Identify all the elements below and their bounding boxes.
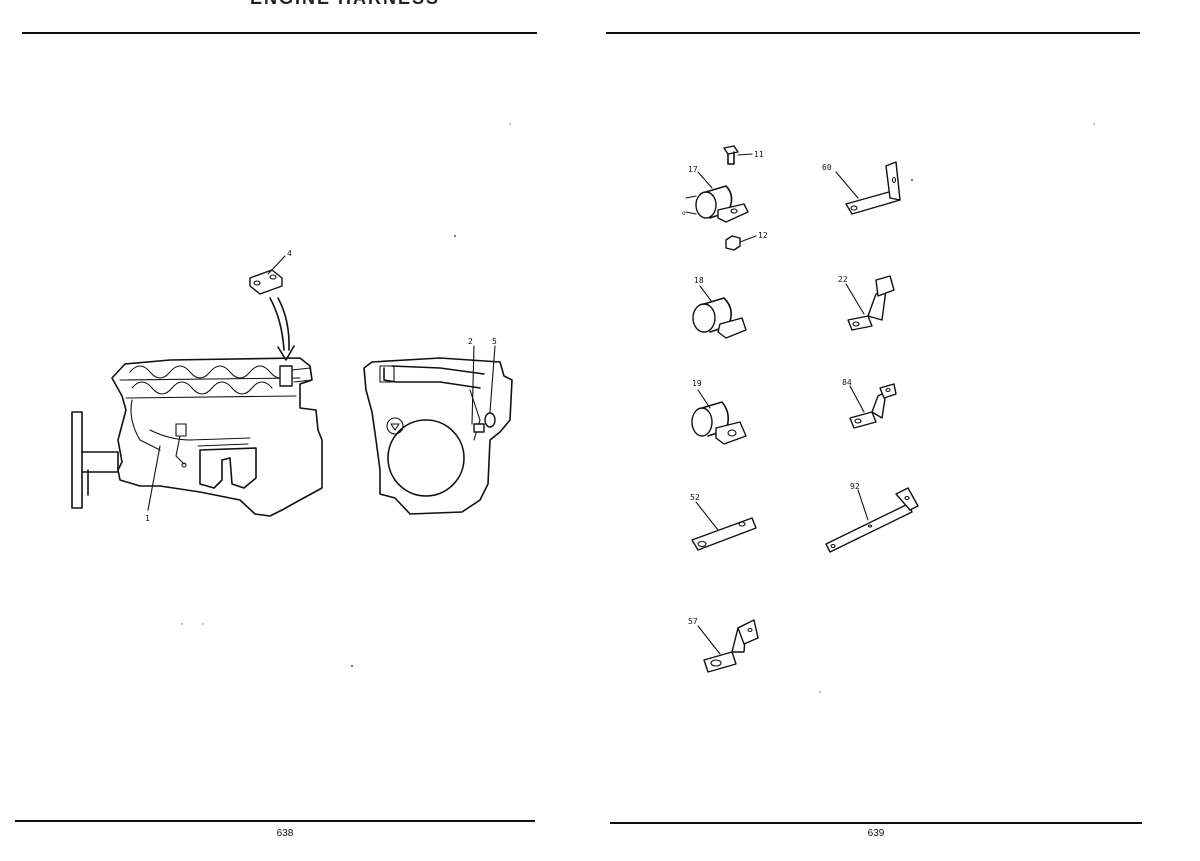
top-rule	[22, 32, 537, 34]
part-bracket-84: 84	[842, 378, 897, 429]
bottom-rule	[15, 820, 535, 822]
callout-84: 84	[842, 378, 852, 387]
page-number: 639	[867, 828, 885, 839]
engine-side-view: 1	[71, 357, 323, 523]
callout-18: 18	[694, 276, 704, 285]
top-rule	[606, 32, 1140, 34]
part-bracket-60: 60	[822, 161, 901, 215]
parts-exploded-diagram: 11 o 17 12	[682, 123, 1095, 693]
callout-2: 2	[468, 337, 473, 346]
part-clamp-18: 18	[692, 276, 747, 339]
part-bracket-57: 57	[688, 617, 759, 673]
clamp-17-hose-mark: o	[682, 210, 686, 217]
callout-5: 5	[492, 337, 497, 346]
callout-11: 11	[754, 150, 764, 159]
page-header-title: · · · · · ENGINE HARNESS	[175, 0, 440, 9]
part-bracket-92: 92	[825, 482, 919, 553]
callout-17: 17	[688, 165, 698, 174]
callout-12: 12	[758, 231, 768, 240]
callout-57: 57	[688, 617, 698, 626]
right-page: 639 11 o 17	[600, 0, 1200, 861]
left-page: · · · · · ENGINE HARNESS 638 4	[0, 0, 580, 861]
part-clamp-19: 19	[691, 379, 747, 445]
part-bolt-11: 11	[723, 145, 764, 165]
callout-52: 52	[690, 493, 700, 502]
part-clamp-17: o 17	[682, 165, 749, 223]
part-nut-12: 12	[725, 231, 768, 251]
callout-1: 1	[145, 514, 150, 523]
part-bracket-22: 22	[838, 275, 895, 331]
bottom-rule	[610, 822, 1142, 824]
page-number: 638	[276, 828, 294, 839]
callout-60: 60	[822, 163, 832, 172]
callout-4: 4	[287, 249, 292, 258]
assembly-arrow	[269, 297, 295, 361]
callout-22: 22	[838, 275, 848, 284]
part-bracket-52: 52	[690, 493, 757, 551]
bracket-4-drawing: 4	[249, 249, 292, 295]
engine-harness-diagram: 4	[71, 123, 513, 667]
engine-front-view: 2 5	[363, 337, 513, 515]
callout-19: 19	[692, 379, 702, 388]
callout-92: 92	[850, 482, 860, 491]
